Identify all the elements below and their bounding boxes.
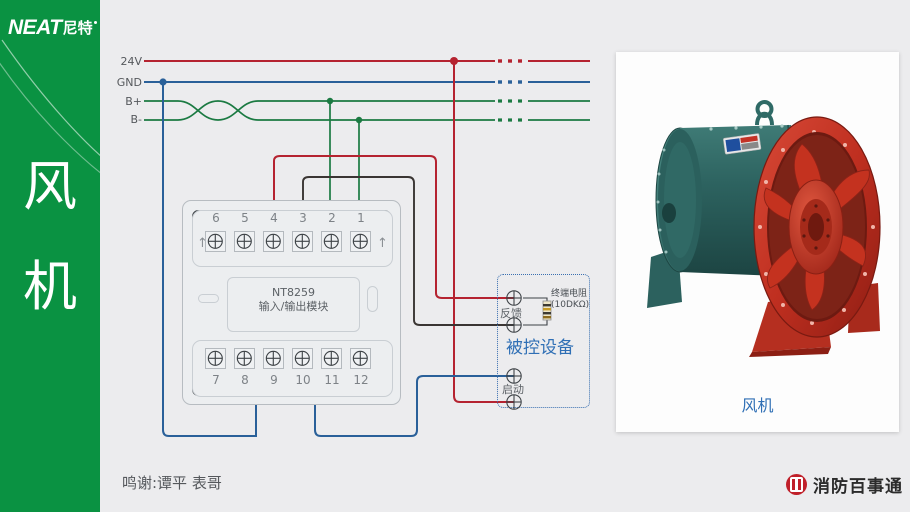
footer-credit-text: 鸣谢:谭平 表哥	[122, 474, 222, 492]
wire-break-dots-24v	[498, 59, 522, 63]
module-left-slot	[198, 294, 219, 303]
sidebar-title-char-1: 风	[23, 155, 77, 218]
terminal-number-12: 12	[353, 373, 369, 387]
module-arrow-up-left: ↑	[197, 236, 208, 251]
bus-label-gnd: GND	[116, 76, 142, 89]
resistor-label-line-2: (10DKΩ)	[551, 300, 590, 310]
terminal-number-11: 11	[324, 373, 340, 387]
device-terminal-start-negative[interactable]	[505, 367, 523, 385]
bus-label-bplus: B+	[125, 95, 142, 108]
module-model-name: NT8259	[272, 286, 315, 299]
wire-break-dots-bminus	[498, 118, 522, 122]
terminal-screw-3[interactable]	[292, 231, 313, 252]
neat-brand-logo: NEAT 尼特	[8, 14, 97, 40]
wire-break-dots-gnd	[498, 80, 522, 84]
junction-dot-bminus	[355, 116, 363, 124]
junction-dot-gnd	[159, 78, 167, 86]
device-terminal-start-positive[interactable]	[505, 393, 523, 411]
terminal-screw-8[interactable]	[234, 348, 255, 369]
io-module-nt8259[interactable]: 6 5 4 3 2 1 ↑ ↑ NT8259 输入/输出模块	[182, 200, 401, 405]
module-model-subtitle: 输入/输出模块	[258, 300, 329, 313]
junction-dot-24v	[450, 57, 458, 65]
footer-partner-logo: 消防百事通	[786, 472, 903, 497]
wire-break-dots-bplus	[498, 99, 522, 103]
terminal-screw-12[interactable]	[350, 348, 371, 369]
module-label-plate: NT8259 输入/输出模块	[227, 277, 360, 332]
bus-label-bminus: B-	[130, 113, 142, 126]
bus-label-24v: 24V	[120, 55, 142, 68]
terminal-screw-11[interactable]	[321, 348, 342, 369]
terminal-number-1: 1	[357, 211, 365, 225]
footer-logo-text: 消防百事通	[813, 477, 903, 497]
terminal-number-4: 4	[270, 211, 278, 225]
wire-bplus-bus	[144, 100, 495, 121]
terminal-number-8: 8	[241, 373, 249, 387]
terminal-screw-6[interactable]	[205, 231, 226, 252]
terminal-number-6: 6	[212, 211, 220, 225]
brand-chinese-text: 尼特	[62, 19, 97, 37]
resistor-label-line-1: 终端电阻	[551, 289, 588, 299]
terminal-screw-7[interactable]	[205, 348, 226, 369]
terminal-number-10: 10	[295, 373, 311, 387]
device-terminal-feedback-positive[interactable]	[505, 289, 523, 307]
terminal-number-5: 5	[241, 211, 249, 225]
terminal-screw-2[interactable]	[321, 231, 342, 252]
terminal-number-9: 9	[270, 373, 278, 387]
terminal-screw-9[interactable]	[263, 348, 284, 369]
device-feedback-label: 反馈	[500, 307, 522, 320]
terminal-screw-1[interactable]	[350, 231, 371, 252]
module-arrow-up-right: ↑	[377, 236, 388, 251]
device-start-label: 启动	[502, 383, 524, 396]
device-title: 被控设备	[506, 338, 574, 358]
axial-flow-fan-illustration	[616, 52, 899, 382]
brand-latin-text: NEAT	[8, 15, 62, 39]
junction-dot-bplus	[326, 97, 334, 105]
terminal-number-2: 2	[328, 211, 336, 225]
wire-bminus-bus	[144, 100, 495, 121]
brand-sidebar: NEAT 尼特 风 机	[0, 0, 100, 512]
end-of-line-resistor	[523, 297, 552, 326]
terminal-screw-4[interactable]	[263, 231, 284, 252]
terminal-screw-5[interactable]	[234, 231, 255, 252]
terminal-number-7: 7	[212, 373, 220, 387]
terminal-screw-10[interactable]	[292, 348, 313, 369]
controlled-device-box	[497, 274, 590, 408]
fan-photo-card: 风机	[616, 52, 899, 432]
fan-photo-caption: 风机	[741, 396, 774, 415]
terminal-number-3: 3	[299, 211, 307, 225]
device-terminal-feedback-negative[interactable]	[505, 316, 523, 334]
sidebar-title-char-2: 机	[23, 255, 77, 318]
sidebar-swoosh-decoration	[0, 39, 100, 174]
module-right-slot	[367, 286, 378, 312]
fire-safety-logo-icon	[786, 474, 807, 495]
